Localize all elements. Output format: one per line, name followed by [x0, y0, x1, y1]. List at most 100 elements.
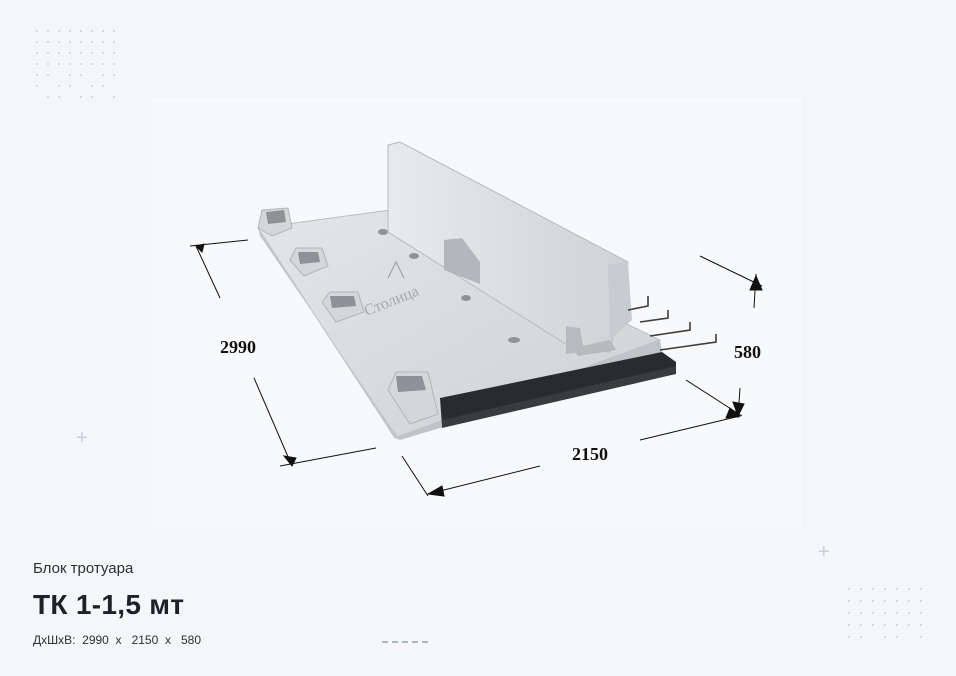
- dot: [102, 63, 104, 65]
- dot: [884, 636, 886, 638]
- rebar-hooks: [627, 296, 717, 351]
- dot: [884, 600, 886, 602]
- dot: [113, 96, 115, 98]
- dot: [69, 74, 71, 76]
- dot: [80, 96, 82, 98]
- dot: [908, 588, 910, 590]
- dot: [848, 624, 850, 626]
- plus-icon: +: [76, 427, 88, 449]
- dot: [36, 52, 38, 54]
- dot: [860, 624, 862, 626]
- dot: [860, 636, 862, 638]
- dot: [860, 612, 862, 614]
- dot: [58, 85, 60, 87]
- dot: [113, 41, 115, 43]
- dot: [91, 96, 93, 98]
- dot: [860, 588, 862, 590]
- dot: [91, 85, 93, 87]
- plus-icon: +: [818, 541, 830, 563]
- dot: [58, 41, 60, 43]
- dot: [91, 41, 93, 43]
- dot: [102, 30, 104, 32]
- dot: [896, 588, 898, 590]
- dot: [69, 63, 71, 65]
- dot: [872, 612, 874, 614]
- dot: [80, 52, 82, 54]
- dot: [36, 85, 38, 87]
- dot: [920, 624, 922, 626]
- dot: [80, 30, 82, 32]
- product-caption: Блок тротуара ТК 1-1,5 мт ДхШхВ: 2990 x …: [33, 560, 433, 647]
- dot: [47, 41, 49, 43]
- dot: [102, 74, 104, 76]
- dims-sep: x: [115, 633, 122, 647]
- dot: [896, 600, 898, 602]
- dims-width: 2150: [131, 633, 159, 647]
- dims-length: 2990: [82, 633, 109, 647]
- dot: [102, 85, 104, 87]
- dimension-length-label: 2990: [220, 337, 256, 357]
- mounting-holes: [378, 229, 520, 343]
- dot: [36, 74, 38, 76]
- dims-label: ДхШхВ:: [33, 633, 76, 647]
- dot: [80, 63, 82, 65]
- dot: [36, 41, 38, 43]
- dot: [69, 85, 71, 87]
- product-category: Блок тротуара: [33, 560, 134, 577]
- dims-sep: x: [164, 633, 171, 647]
- dot: [872, 600, 874, 602]
- dot: [36, 30, 38, 32]
- dot: [80, 41, 82, 43]
- dot: [113, 74, 115, 76]
- dot: [113, 30, 115, 32]
- dot: [47, 96, 49, 98]
- dot: [47, 52, 49, 54]
- dot: [91, 30, 93, 32]
- dot: [47, 63, 49, 65]
- dot: [908, 612, 910, 614]
- dot: [884, 612, 886, 614]
- dot: [91, 52, 93, 54]
- dims-height: 580: [180, 633, 201, 647]
- embossed-logo: [387, 260, 405, 279]
- dot: [920, 636, 922, 638]
- product-dimensions: ДхШхВ: 2990 x 2150 x 580: [33, 633, 433, 647]
- dot: [58, 30, 60, 32]
- dot-grid-decoration-top-left: [36, 30, 126, 110]
- dimension-height-label: 580: [734, 342, 761, 362]
- dot: [91, 63, 93, 65]
- dot: [47, 74, 49, 76]
- dot: [848, 612, 850, 614]
- dot: [58, 63, 60, 65]
- dot: [896, 636, 898, 638]
- dot: [908, 624, 910, 626]
- dot: [860, 600, 862, 602]
- dot: [69, 41, 71, 43]
- dot: [69, 52, 71, 54]
- dot: [848, 600, 850, 602]
- dot: [896, 612, 898, 614]
- dot: [58, 52, 60, 54]
- dot: [896, 624, 898, 626]
- dimension-width-label: 2150: [572, 444, 608, 464]
- dot: [920, 600, 922, 602]
- dot: [908, 600, 910, 602]
- dot: [848, 636, 850, 638]
- dot-grid-decoration-bottom-right: [848, 588, 928, 648]
- dot: [113, 52, 115, 54]
- dot: [872, 624, 874, 626]
- dot: [58, 96, 60, 98]
- product-title: ТК 1-1,5 мт: [33, 589, 185, 620]
- dot: [47, 30, 49, 32]
- dot: [80, 74, 82, 76]
- dot: [102, 41, 104, 43]
- dot: [113, 63, 115, 65]
- dot: [872, 588, 874, 590]
- slide-indicator: [382, 641, 428, 643]
- dot: [920, 612, 922, 614]
- dot: [920, 588, 922, 590]
- dot: [69, 30, 71, 32]
- dot: [848, 588, 850, 590]
- dot: [102, 52, 104, 54]
